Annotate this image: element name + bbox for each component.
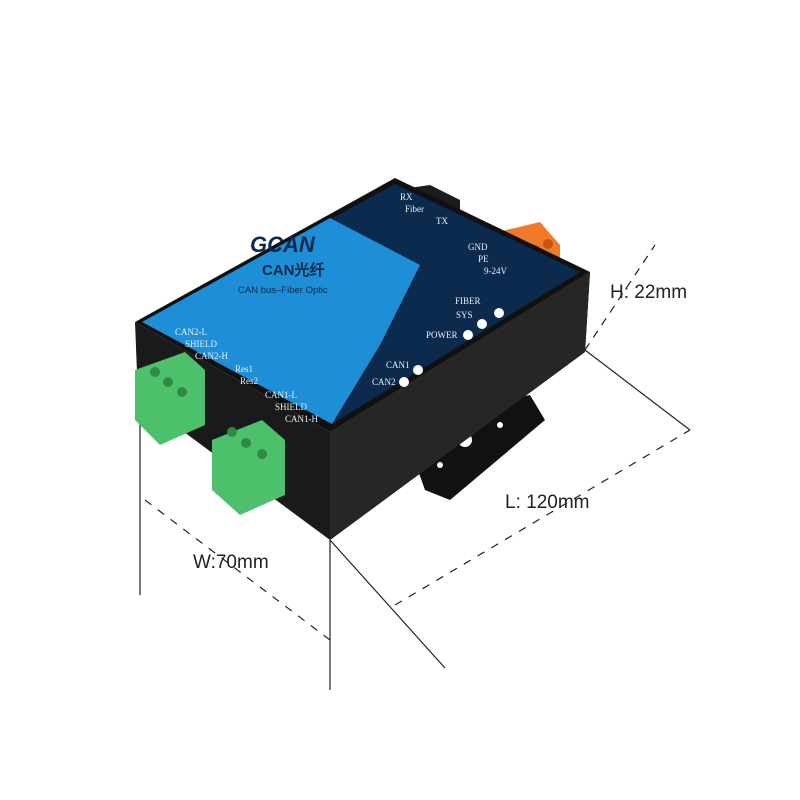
can1-h-label: CAN1-H [285,414,318,424]
res2-label: Res2 [240,376,258,386]
height-dash-line [584,244,656,351]
led-fiber-label: FIBER [455,296,481,306]
can2-terminal [135,352,205,445]
height-guide-line [584,349,691,431]
width-dimension-label: W:70mm [193,552,269,573]
led-power-label: POWER [426,330,458,340]
width-dash-line [144,499,331,641]
product-subtitle: CAN bus–Fiber Optic [238,285,328,296]
led-sys-label: SYS [456,310,473,320]
fiber-tx-label: TX [436,216,448,226]
voltage-label: 9-24V [484,266,507,276]
width-guide-line [329,539,446,669]
led-can2-label: CAN2 [372,377,396,387]
res1-label: Res1 [235,364,253,374]
screw-hole [497,422,503,428]
can2-l-label: CAN2-L [175,327,207,337]
led-indicators [399,308,504,387]
led-sys-icon [477,319,487,329]
led-fiber-icon [494,308,504,318]
fiber-rx-label: RX [400,192,413,202]
can1-terminal [212,420,285,515]
pe-label: PE [478,254,489,264]
led-can2-icon [399,377,409,387]
led-can1-icon [413,365,423,375]
panel-labels: GCAN CAN光纤 CAN bus–Fiber Optic RX Fiber … [175,192,507,424]
can1-l-label: CAN1-L [265,390,297,400]
gnd-label: GND [468,242,488,252]
brand-logo: GCAN [250,232,316,257]
screw-hole [437,462,443,468]
product-name: CAN光纤 [262,261,325,279]
height-dimension-label: H: 22mm [610,282,688,303]
led-can1-label: CAN1 [386,360,410,370]
can1-shield-label: SHIELD [275,402,307,412]
fiber-label: Fiber [405,204,424,214]
blue-panel [142,218,420,424]
led-power-icon [463,330,473,340]
can2-shield-label: SHIELD [185,339,217,349]
dimension-lines [139,244,691,690]
length-dimension-label: L: 120mm [505,492,590,513]
can2-h-label: CAN2-H [195,351,228,361]
device-body-right-side [330,272,590,540]
